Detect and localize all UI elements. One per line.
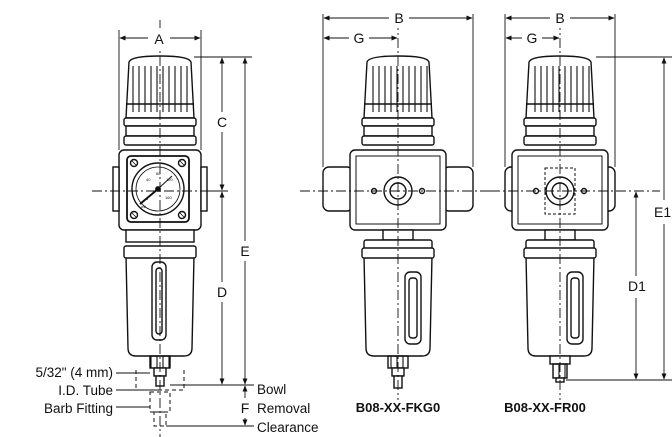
pressure-gauge: 0 40 80 120 160 psi xyxy=(126,155,190,223)
dimension-label-d: D xyxy=(217,284,227,300)
dimension-label-b-middle: B xyxy=(394,10,403,26)
fitting-note-barb: Barb Fitting xyxy=(44,401,113,416)
clearance-note-clearance: Clearance xyxy=(257,420,319,435)
dimension-label-b-right: B xyxy=(555,10,564,26)
dimension-label-c: C xyxy=(217,114,227,130)
gauge-scale-160: 160 xyxy=(165,195,172,200)
clearance-note-bowl: Bowl xyxy=(257,382,286,397)
gauge-unit-label: psi xyxy=(141,204,146,209)
gauge-scale-40: 40 xyxy=(146,177,151,182)
dimension-label-g-right: G xyxy=(527,30,538,46)
gauge-scale-80: 80 xyxy=(156,171,161,176)
model-label-middle: B08-XX-FKG0 xyxy=(356,400,441,415)
model-label-right: B08-XX-FR00 xyxy=(504,400,586,415)
fitting-note-tube: I.D. Tube xyxy=(58,383,113,398)
dimension-label-f: F xyxy=(241,400,250,416)
dimension-label-a: A xyxy=(154,31,164,47)
gauge-scale-120: 120 xyxy=(166,177,173,182)
clearance-note: Bowl Removal Clearance xyxy=(257,382,319,435)
dimension-label-e1: E1 xyxy=(654,204,671,220)
dimension-label-g-middle: G xyxy=(354,30,365,46)
fitting-note-size: 5/32" (4 mm) xyxy=(35,365,113,380)
dimension-label-e: E xyxy=(240,243,249,259)
dimension-label-d1: D1 xyxy=(628,278,646,294)
gauge-scale-0: 0 xyxy=(146,196,149,201)
clearance-note-removal: Removal xyxy=(257,401,310,416)
fitting-note: 5/32" (4 mm) I.D. Tube Barb Fitting xyxy=(35,365,113,416)
